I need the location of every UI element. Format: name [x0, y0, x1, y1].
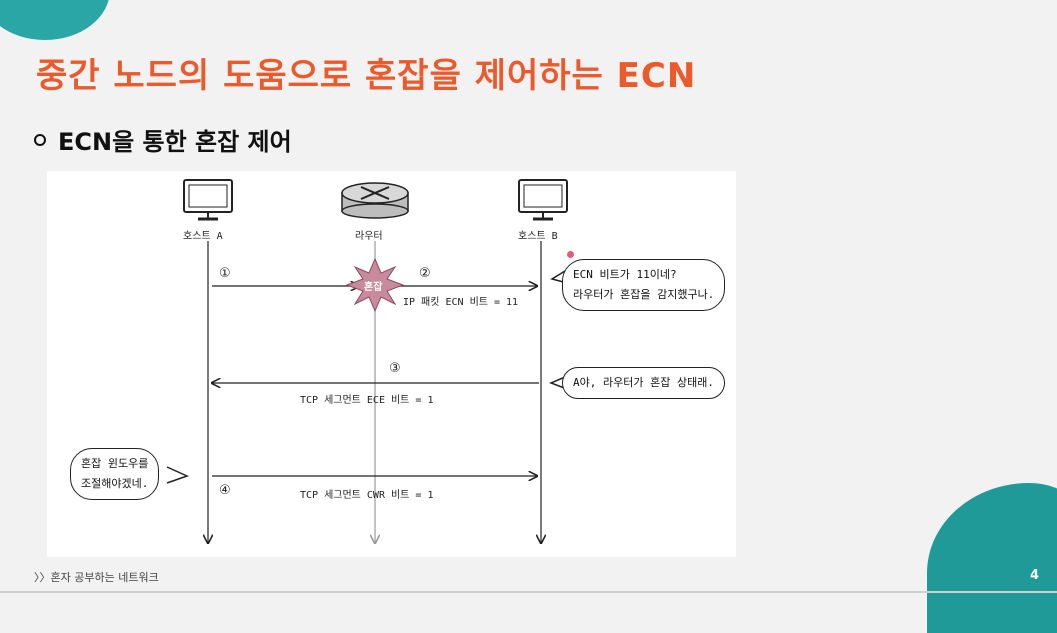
- bubble-b2-text: A야, 라우터가 혼잡 상태래.: [573, 376, 714, 389]
- host-b-label: 호스트 B: [518, 231, 558, 242]
- step-4-marker: ④: [219, 483, 231, 498]
- slide-title: 중간 노드의 도움으로 혼잡을 제어하는 ECN: [36, 56, 697, 96]
- step-2-marker: ②: [419, 266, 431, 281]
- router-label: 라우터: [355, 231, 383, 242]
- pointer-indicator: [567, 251, 574, 258]
- host-a-label: 호스트 A: [183, 231, 223, 242]
- host-b-computer-icon: [518, 179, 568, 221]
- bubble-a-line2: 조절해야겠네.: [81, 477, 149, 490]
- ecn-sequence-diagram: 호스트 A 라우터 호스트 B 혼잡 ① ② ③ ④ IP 패킷 ECN 비트 …: [47, 171, 736, 557]
- bubble-b1-line2: 라우터가 혼잡을 감지했구나.: [573, 288, 715, 301]
- cwr-label: TCP 세그먼트 CWR 비트 = 1: [300, 490, 434, 501]
- host-a-computer-icon: [183, 179, 233, 221]
- step-1-marker: ①: [219, 266, 231, 281]
- decorative-shape-bottom-right: [927, 483, 1057, 633]
- bubble-a-line1: 혼잡 윈도우를: [81, 457, 149, 470]
- router-icon: [341, 182, 409, 219]
- bullet-text: ECN을 통한 혼잡 제어: [58, 128, 292, 156]
- congestion-burst-icon: [345, 257, 405, 313]
- host-b-speech-bubble-1: ECN 비트가 11이네? 라우터가 혼잡을 감지했구나.: [562, 259, 726, 311]
- footer-divider: [0, 591, 1057, 593]
- host-b-speech-bubble-2: A야, 라우터가 혼잡 상태래.: [562, 367, 725, 399]
- ip-ecn-label: IP 패킷 ECN 비트 = 11: [403, 297, 519, 308]
- step-3-marker: ③: [389, 361, 401, 376]
- ece-label: TCP 세그먼트 ECE 비트 = 1: [300, 395, 434, 406]
- host-a-speech-bubble: 혼잡 윈도우를 조절해야겠네.: [70, 448, 160, 500]
- bullet-heading: ECN을 통한 혼잡 제어: [34, 122, 292, 157]
- bubble-b1-line1: ECN 비트가 11이네?: [573, 268, 677, 281]
- bullet-circle-icon: [34, 133, 46, 146]
- congestion-label: 혼잡: [364, 282, 383, 293]
- footer-caption: 〉〉혼자 공부하는 네트워크: [34, 571, 159, 584]
- page-number: 4: [1029, 568, 1039, 583]
- decorative-shape-top-left: [0, 0, 110, 40]
